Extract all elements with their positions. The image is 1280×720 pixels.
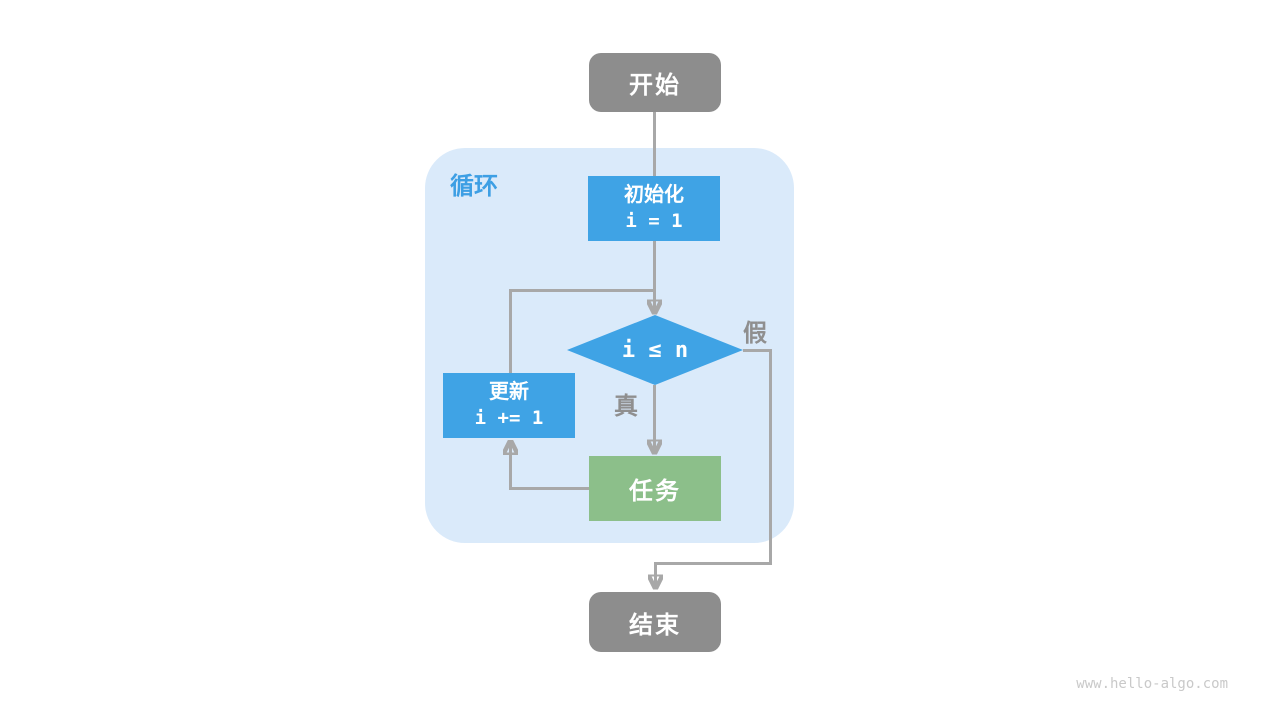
- start-node: 开始: [589, 53, 721, 112]
- edge-condition-to-end: [656, 349, 772, 588]
- branch-false-label: 假: [743, 320, 767, 347]
- init-node: 初始化 i = 1: [588, 176, 720, 241]
- start-node-label: 开始: [629, 72, 681, 99]
- loop-region-label: 循环: [450, 173, 498, 200]
- init-node-code: i = 1: [625, 210, 683, 233]
- init-node-title: 初始化: [624, 184, 684, 207]
- update-node: 更新 i += 1: [443, 373, 575, 438]
- end-node-label: 结束: [629, 611, 681, 639]
- watermark-text: www.hello-algo.com: [1076, 676, 1228, 692]
- end-node: 结束: [589, 592, 721, 652]
- edge-update-to-merge: [509, 289, 655, 373]
- branch-true-label: 真: [614, 393, 638, 420]
- task-node: 任务: [589, 456, 721, 521]
- edge-task-to-update: [511, 442, 589, 490]
- update-node-title: 更新: [489, 381, 529, 404]
- condition-node-expr: i ≤ n: [621, 337, 689, 363]
- update-node-code: i += 1: [474, 407, 544, 430]
- task-node-label: 任务: [629, 478, 681, 505]
